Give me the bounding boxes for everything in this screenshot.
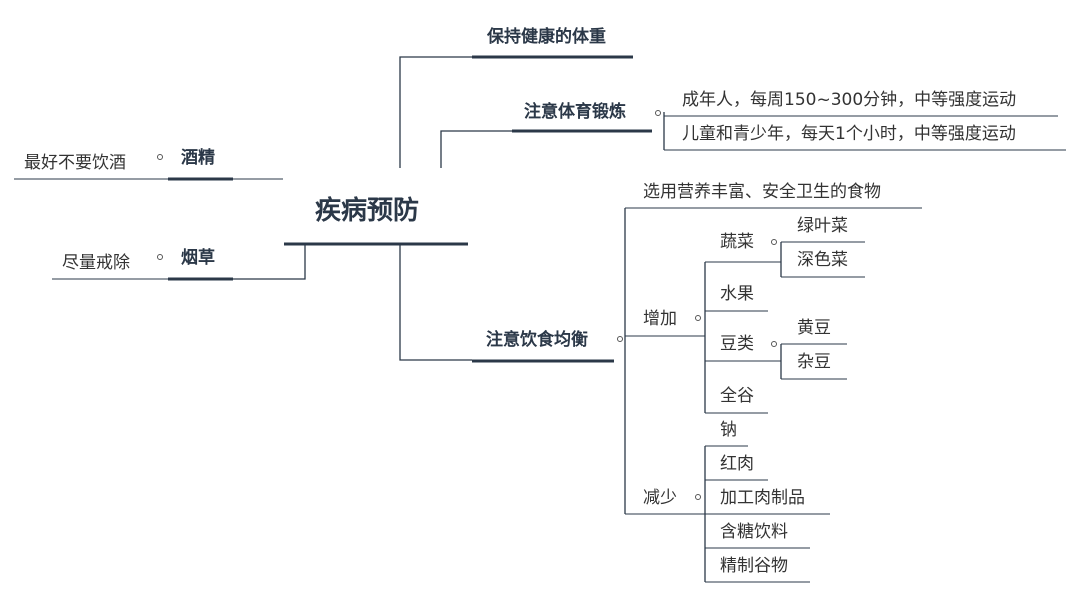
root-topic[interactable]: 疾病预防 [315, 196, 420, 226]
tobacco-advice-item[interactable]: 尽量戒除 [62, 253, 130, 273]
branch-alcohol[interactable]: 酒精 [181, 148, 215, 168]
collapse-toggle-icon[interactable] [695, 315, 701, 321]
diet-increase-node[interactable]: 增加 [643, 309, 677, 329]
collapse-toggle-icon[interactable] [771, 341, 777, 347]
alcohol-advice-item[interactable]: 最好不要饮酒 [24, 153, 126, 173]
decrease-item[interactable]: 加工肉制品 [720, 488, 805, 508]
exercise-adult-item[interactable]: 成年人，每周150~300分钟，中等强度运动 [682, 90, 1017, 110]
decrease-item[interactable]: 精制谷物 [720, 556, 788, 576]
bean-item[interactable]: 黄豆 [797, 318, 831, 338]
branch-exercise[interactable]: 注意体育锻炼 [524, 102, 626, 122]
increase-grains-item[interactable]: 全谷 [720, 386, 754, 406]
branch-tobacco[interactable]: 烟草 [181, 248, 215, 268]
decrease-item[interactable]: 红肉 [720, 454, 754, 474]
vegetable-item[interactable]: 绿叶菜 [797, 216, 848, 236]
decrease-item[interactable]: 含糖饮料 [720, 522, 788, 542]
collapse-toggle-icon[interactable] [617, 336, 623, 342]
decrease-item[interactable]: 钠 [720, 420, 737, 440]
exercise-youth-item[interactable]: 儿童和青少年，每天1个小时，中等强度运动 [682, 124, 1016, 144]
branch-weight[interactable]: 保持健康的体重 [487, 27, 606, 47]
increase-vegetables-node[interactable]: 蔬菜 [720, 232, 754, 252]
collapse-toggle-icon[interactable] [695, 494, 701, 500]
vegetable-item[interactable]: 深色菜 [797, 250, 848, 270]
collapse-toggle-icon[interactable] [771, 239, 777, 245]
collapse-toggle-icon[interactable] [157, 254, 163, 260]
bean-item[interactable]: 杂豆 [797, 352, 831, 372]
diet-decrease-node[interactable]: 减少 [643, 488, 677, 508]
collapse-toggle-icon[interactable] [157, 154, 163, 160]
increase-beans-node[interactable]: 豆类 [720, 334, 754, 354]
collapse-toggle-icon[interactable] [655, 110, 661, 116]
increase-fruit-item[interactable]: 水果 [720, 284, 754, 304]
diet-choose-item[interactable]: 选用营养丰富、安全卫生的食物 [643, 182, 881, 202]
branch-diet[interactable]: 注意饮食均衡 [486, 330, 588, 350]
